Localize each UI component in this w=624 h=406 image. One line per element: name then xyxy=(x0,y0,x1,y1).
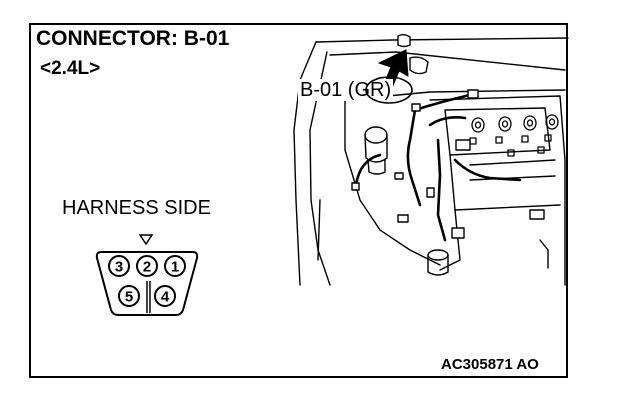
pin-4 xyxy=(154,285,176,307)
figure-code: AC305871 AO xyxy=(441,356,539,373)
pin-number-3: 3 xyxy=(115,259,123,276)
pin-1 xyxy=(164,255,186,277)
harness-side-label: HARNESS SIDE xyxy=(62,197,211,219)
pin-2 xyxy=(136,255,158,277)
engine-bay-drawing xyxy=(293,34,569,286)
pin-number-2: 2 xyxy=(143,259,151,276)
connector-title: CONNECTOR: B-01 xyxy=(36,27,230,50)
engine-variant-label: <2.4L> xyxy=(40,58,101,79)
connector-face xyxy=(95,234,199,316)
pin-number-1: 1 xyxy=(171,259,179,276)
pin-number-5: 5 xyxy=(125,289,133,306)
orientation-triangle xyxy=(138,234,154,246)
connector-pins xyxy=(108,255,186,307)
pin-5 xyxy=(118,285,140,307)
pin-number-4: 4 xyxy=(161,289,170,306)
connector-housing xyxy=(95,251,199,316)
connector-callout-label: B-01 (GR) xyxy=(298,79,394,101)
pin-3 xyxy=(108,255,130,277)
